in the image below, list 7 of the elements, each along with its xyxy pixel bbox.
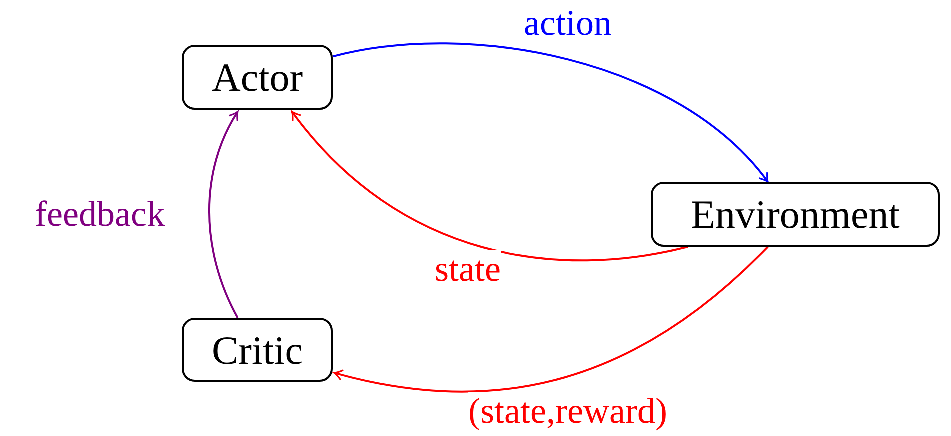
rounded-box: [182, 45, 333, 110]
node-label: Critic: [212, 326, 304, 374]
node-label: Environment: [691, 191, 900, 238]
edge-label: (state,reward): [468, 392, 668, 432]
node-label: Actor: [212, 54, 304, 101]
rounded-box: [182, 318, 333, 382]
rounded-box: [651, 182, 940, 247]
